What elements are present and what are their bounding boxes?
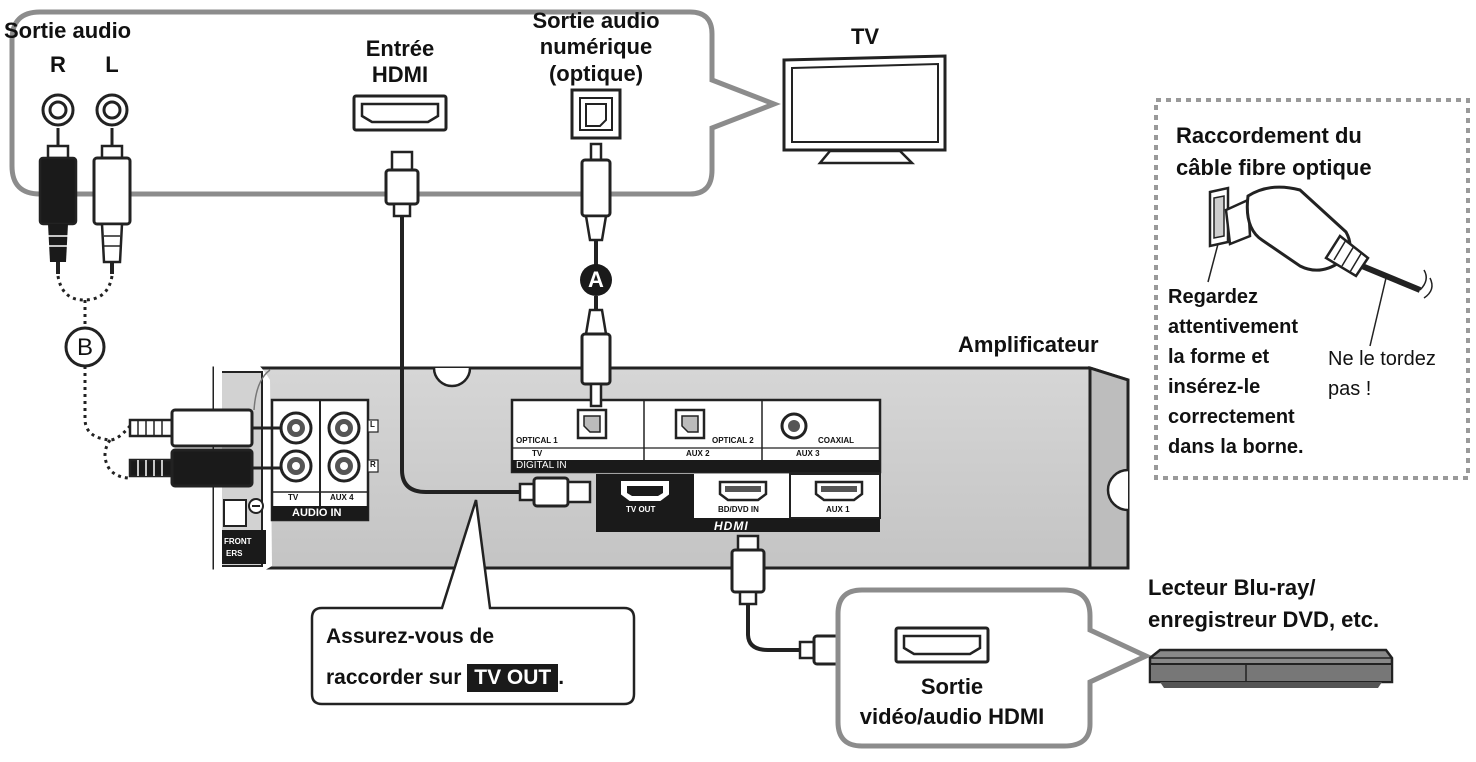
hdmi-input-line2: HDMI bbox=[371, 62, 429, 88]
tv-hdmi-input-port bbox=[352, 94, 448, 132]
digital-output-line3: (optique) bbox=[548, 60, 644, 86]
audio-in-mark-r: R bbox=[370, 460, 376, 469]
tv-label: TV bbox=[850, 24, 880, 49]
player-label-line1: Lecteur Blu-ray/ bbox=[1148, 575, 1316, 600]
player-hdmi-output-port bbox=[894, 626, 990, 664]
audio-in-mark-l: L bbox=[370, 420, 375, 429]
rca-jack-aux4-l bbox=[327, 411, 361, 445]
hdmi-bd-dvd-in-label: BD/DVD IN bbox=[718, 505, 759, 514]
digital-in-section-label: DIGITAL IN bbox=[516, 460, 567, 471]
player-label: Lecteur Blu-ray/ enregistreur DVD, etc. bbox=[1148, 572, 1379, 636]
tv-out-badge: TV OUT bbox=[467, 664, 559, 693]
hdmi-cable-tv bbox=[384, 150, 592, 508]
tv-optical-output-port bbox=[570, 88, 622, 140]
warning-line2: pas ! bbox=[1328, 378, 1372, 400]
rca-plug-white-amp bbox=[128, 408, 282, 448]
digital-output-label: Sortie audio numérique (optique) bbox=[516, 8, 676, 87]
marker-b-circle bbox=[64, 326, 106, 368]
partial-speaker-terminals bbox=[222, 498, 266, 564]
optical1-port bbox=[576, 408, 608, 440]
optical2-label: OPTICAL 2 bbox=[712, 436, 754, 445]
optical2-sub-label: AUX 2 bbox=[686, 449, 710, 458]
tv-out-callout-line2: raccorder sur TV OUT. bbox=[326, 664, 565, 693]
audio-in-section-label: AUDIO IN bbox=[292, 507, 342, 519]
rca-jack-tv-r bbox=[279, 449, 313, 483]
instruction-line: Regardez bbox=[1168, 286, 1259, 308]
player-output-line1: Sortie bbox=[920, 674, 984, 699]
rca-plug-black-amp bbox=[128, 448, 282, 488]
hdmi-tv-out-label: TV OUT bbox=[626, 505, 656, 514]
optical2-port bbox=[674, 408, 706, 440]
instruction-line: attentivement bbox=[1168, 316, 1299, 338]
optical-note-title-line2: câble fibre optique bbox=[1176, 154, 1372, 180]
coaxial-label: COAXIAL bbox=[818, 436, 854, 445]
optical-note-instruction: Regardez attentivement la forme et insér… bbox=[1168, 282, 1304, 462]
player-label-line2: enregistreur DVD, etc. bbox=[1148, 606, 1380, 632]
partial-ers-label: ERS bbox=[226, 549, 243, 558]
optical1-label: OPTICAL 1 bbox=[516, 436, 558, 445]
digital-output-line2: numérique bbox=[539, 34, 653, 60]
audio-in-col-tv: TV bbox=[288, 493, 299, 502]
optical-plug-illustration bbox=[1207, 185, 1433, 347]
hdmi-block bbox=[596, 473, 881, 532]
tv-out-callout-line1: Assurez-vous de bbox=[326, 625, 495, 648]
digital-in-block bbox=[510, 398, 882, 474]
optical-note-title: Raccordement du câble fibre optique bbox=[1176, 120, 1372, 184]
audio-in-block bbox=[270, 398, 379, 522]
rca-cable-b bbox=[56, 275, 132, 480]
hdmi-bd-dvd-in-port bbox=[718, 480, 768, 502]
player-output-label: Sortie vidéo/audio HDMI bbox=[842, 672, 1062, 731]
instruction-line: insérez-le bbox=[1168, 376, 1261, 398]
bluray-player-icon bbox=[1148, 648, 1394, 688]
hdmi-aux1-port bbox=[814, 480, 864, 502]
tv-out-callout-suffix: . bbox=[558, 666, 565, 689]
player-output-line2: vidéo/audio HDMI bbox=[859, 703, 1045, 729]
tv-rca-jacks bbox=[41, 93, 129, 127]
hdmi-input-line1: Entrée bbox=[365, 36, 435, 61]
audio-r-label: R bbox=[50, 52, 66, 77]
coaxial-sub-label: AUX 3 bbox=[796, 449, 820, 458]
hdmi-input-label: Entrée HDMI bbox=[340, 36, 460, 89]
audio-in-col-aux4: AUX 4 bbox=[330, 493, 354, 502]
audio-out-title: Sortie audio bbox=[4, 18, 132, 43]
optical1-sub-label: TV bbox=[532, 449, 543, 458]
optical-note-title-line1: Raccordement du bbox=[1176, 123, 1362, 148]
partial-front-label: FRONT bbox=[224, 537, 252, 546]
audio-l-label: L bbox=[105, 52, 119, 77]
digital-output-line1: Sortie audio bbox=[532, 8, 660, 33]
coaxial-port bbox=[780, 412, 808, 440]
tv-icon bbox=[782, 54, 947, 165]
optical-note-box bbox=[1154, 98, 1470, 480]
tv-out-callout-bubble bbox=[310, 499, 636, 706]
marker-b-label: B bbox=[76, 334, 93, 361]
marker-a-circle bbox=[580, 264, 612, 296]
instruction-line: la forme et bbox=[1168, 346, 1270, 368]
hdmi-logo: HDMI bbox=[714, 519, 749, 533]
instruction-line: dans la borne. bbox=[1168, 436, 1304, 458]
hdmi-cable-player bbox=[730, 534, 872, 666]
optical-cable-a bbox=[580, 142, 612, 408]
instruction-line: correctement bbox=[1168, 406, 1295, 428]
amplifier-title: Amplificateur bbox=[958, 332, 1099, 357]
hdmi-aux1-label: AUX 1 bbox=[826, 505, 850, 514]
rca-jack-aux4-r bbox=[327, 449, 361, 483]
hdmi-tv-out-port bbox=[621, 481, 669, 501]
rca-jack-tv-l bbox=[279, 411, 313, 445]
rca-plug-red bbox=[38, 128, 78, 274]
marker-a-label: A bbox=[588, 267, 604, 292]
optical-note-warning: Ne le tordez pas ! bbox=[1328, 344, 1436, 404]
rca-plug-white bbox=[92, 128, 132, 274]
tv-out-callout-prefix: raccorder sur bbox=[326, 666, 462, 689]
warning-line1: Ne le tordez bbox=[1328, 348, 1436, 370]
